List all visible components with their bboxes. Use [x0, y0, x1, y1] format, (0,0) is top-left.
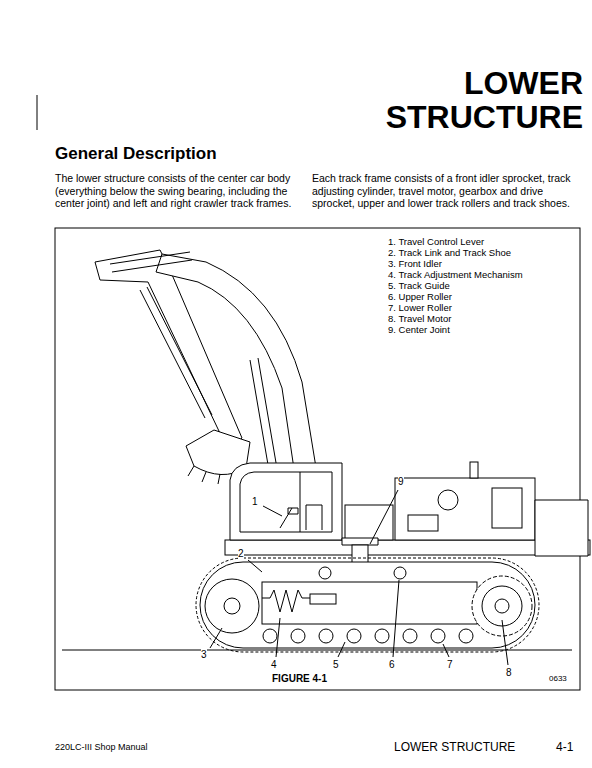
- page-title: LOWER STRUCTURE: [353, 66, 583, 134]
- lower-roller: [431, 629, 445, 643]
- leader-lines: [210, 490, 508, 665]
- footer-text: LOWER STRUCTURE: [394, 740, 515, 754]
- legend-item: 3. Front Idler: [388, 258, 442, 269]
- callout-number: 1: [252, 496, 258, 508]
- legend-item: 7. Lower Roller: [388, 302, 452, 313]
- adjuster-cylinder: [310, 594, 336, 604]
- legend-item: 5. Track Guide: [388, 280, 450, 291]
- lower-roller: [459, 629, 473, 643]
- cab: [230, 463, 342, 540]
- idler-hub: [224, 598, 240, 614]
- figure-frame: [55, 228, 580, 690]
- upper-roller: [394, 567, 406, 579]
- legend-item: 1. Travel Control Lever: [388, 236, 484, 247]
- upper-roller: [319, 567, 331, 579]
- exhaust: [470, 462, 478, 478]
- motor-hub: [495, 599, 509, 613]
- bucket-cylinder: [140, 287, 212, 418]
- footer-text: 4-1: [556, 740, 573, 754]
- callout-number: 3: [201, 649, 207, 661]
- callout-number: 9: [398, 476, 404, 488]
- figure-caption: FIGURE 4-1: [272, 673, 327, 685]
- track-shoes: [196, 558, 539, 652]
- travel-lever: [280, 508, 298, 528]
- margin-mark: [37, 95, 38, 130]
- body-panel: [345, 505, 393, 540]
- legend-item: 8. Travel Motor: [388, 313, 451, 324]
- legend-item: 2. Track Link and Track Shoe: [388, 247, 511, 258]
- legend-item: 6. Upper Roller: [388, 291, 452, 302]
- front-idler: [205, 579, 259, 633]
- section-heading: General Description: [55, 144, 355, 164]
- footer-text: 220LC-III Shop Manual: [55, 742, 148, 753]
- callout-number: 8: [506, 667, 512, 679]
- callout-number: 2: [238, 548, 244, 560]
- lower-roller: [319, 629, 333, 643]
- track-frame: [262, 582, 477, 624]
- lower-roller: [375, 629, 389, 643]
- body-paragraph: Each track frame consists of a front idl…: [312, 172, 578, 210]
- arm-cylinder: [110, 252, 192, 272]
- callout-number: 7: [447, 659, 453, 671]
- ground-line: [62, 650, 572, 651]
- legend-item: 9. Center Joint: [388, 324, 450, 335]
- cab-post: [300, 472, 301, 532]
- engine-pulley: [438, 490, 458, 510]
- callout-number: 6: [389, 659, 395, 671]
- legend-item: 4. Track Adjustment Mechanism: [388, 269, 523, 280]
- lower-roller: [403, 629, 417, 643]
- boom: [156, 254, 320, 496]
- counterweight: [535, 500, 588, 556]
- engine-part: [408, 515, 438, 531]
- lower-roller: [347, 629, 361, 643]
- lower-roller: [291, 629, 305, 643]
- engine: [395, 478, 535, 540]
- drive-sprocket: [472, 576, 532, 636]
- cab-window: [240, 472, 332, 532]
- callout-number: 5: [333, 659, 339, 671]
- drawing-number: 0633: [549, 674, 567, 684]
- body-paragraph: The lower structure consists of the cent…: [55, 172, 303, 210]
- lower-roller: [263, 629, 277, 643]
- seat: [306, 505, 322, 530]
- callout-number: 4: [271, 659, 277, 671]
- radiator: [492, 488, 522, 528]
- adjuster-spring: [262, 590, 310, 612]
- bucket-teeth: [188, 466, 220, 484]
- track-link: [200, 562, 535, 648]
